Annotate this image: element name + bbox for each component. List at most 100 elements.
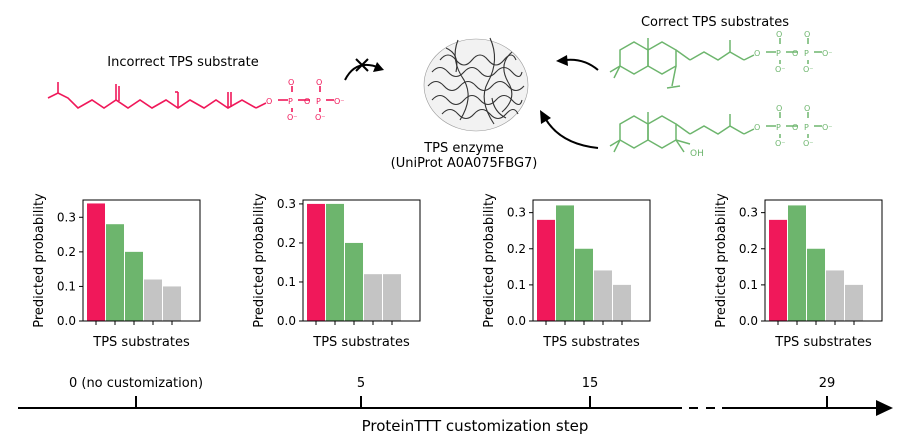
atom-o: O [288,78,294,87]
timeline-step-label: 0 (no customization) [69,376,203,391]
atom-o: O [266,97,272,106]
atom-o: O [304,97,310,106]
atom-o-minus: O⁻ [775,65,786,74]
y-axis-label: Predicted probability [482,193,497,328]
bar [845,284,863,321]
atom-o: O [754,49,760,58]
y-tick-label: 0.2 [57,245,76,259]
atom-o: O [754,123,760,132]
curved-arrow-icon [564,58,599,71]
plot-frame [82,199,201,322]
enzyme-structure-icon [423,37,529,132]
incorrect-substrate: Incorrect TPS substrate O P O O⁻ O P [47,55,345,122]
bar [345,242,363,321]
x-axis-label: TPS substrates [774,335,872,350]
x-axis-label: TPS substrates [312,335,410,350]
bar [613,284,631,321]
correct-phosphate-labels-1: O P O O⁻ O P O O⁻ O⁻ [754,30,833,74]
atom-o: O [804,104,810,113]
bar [556,205,574,321]
bar [163,286,181,321]
bar [575,248,593,321]
atom-p: P [288,97,293,106]
timeline-step-label: 15 [582,376,599,391]
y-tick-label: 0.3 [277,197,296,211]
bar [326,203,344,321]
bar [125,251,143,321]
atom-p: P [776,49,781,58]
enzyme-name: TPS enzyme [423,141,504,156]
y-tick-label: 0.0 [57,314,76,328]
bar [106,224,124,321]
bar [364,274,382,321]
y-tick-label: 0.1 [277,275,296,289]
bar [144,279,162,321]
timeline: ProteinTTT customization step 0 (no cust… [18,376,893,435]
atom-o-minus: O⁻ [287,113,298,122]
plot-frame [532,199,651,322]
y-axis-label: Predicted probability [714,193,729,328]
y-tick-label: 0.3 [507,206,526,220]
y-tick-label: 0.2 [277,236,296,250]
y-tick-label: 0.2 [507,242,526,256]
atom-p: P [804,123,809,132]
timeline-axis-label: ProteinTTT customization step [362,417,589,435]
incorrect-molecule-icon [47,82,334,112]
atom-o-minus: O⁻ [822,49,833,58]
arrow-to-enzyme-bottom [540,110,599,149]
y-axis-label: Predicted probability [32,193,47,328]
incorrect-phosphate-labels: O P O O⁻ O P O O⁻ O⁻ [266,78,345,122]
y-tick-label: 0.1 [507,278,526,292]
atom-o-minus: O⁻ [775,139,786,148]
correct-substrates-label: Correct TPS substrates [641,15,789,30]
blocked-arrow [344,58,384,81]
y-tick-label: 0.1 [739,278,758,292]
enzyme-uniprot-id: (UniProt A0A075FBG7) [391,156,538,171]
bar [594,270,612,321]
arrowhead-icon [876,400,893,416]
atom-o: O [316,78,322,87]
y-tick-label: 0.0 [277,314,296,328]
correct-substrate-1: O P O O⁻ O P O O⁻ O⁻ [609,30,833,89]
bar [807,248,825,321]
plot-frame [764,199,883,322]
x-axis-label: TPS substrates [542,335,640,350]
arrow-to-enzyme-top [556,55,599,71]
bar [307,203,325,321]
y-tick-label: 0.0 [507,314,526,328]
atom-p: P [316,97,321,106]
atom-o-minus: O⁻ [315,113,326,122]
correct-molecule-icon [609,38,822,89]
bar [87,203,105,321]
y-tick-label: 0.2 [739,242,758,256]
curved-arrow-icon [344,64,381,81]
correct-phosphate-labels-2: O P O O⁻ O P O O⁻ O⁻ [754,104,833,148]
atom-o: O [776,30,782,39]
timeline-step-label: 29 [819,376,836,391]
bar [788,205,806,321]
y-tick-label: 0.3 [739,206,758,220]
atom-o-minus: O⁻ [803,139,814,148]
correct-molecule-icon [609,112,822,153]
atom-p: P [776,123,781,132]
atom-p: P [804,49,809,58]
atom-o: O [792,123,798,132]
curved-arrow-icon [544,117,599,149]
x-axis-label: TPS substrates [92,335,190,350]
hydroxyl-label: OH [690,149,704,159]
plot-frame [302,199,421,322]
incorrect-substrate-label: Incorrect TPS substrate [107,55,258,70]
bar [769,219,787,321]
atom-o: O [792,49,798,58]
correct-substrate-2: OH O P O O⁻ O P O O⁻ O⁻ [609,104,833,159]
timeline-step-label: 5 [357,376,365,391]
y-tick-label: 0.3 [57,210,76,224]
bar [537,219,555,321]
atom-o-minus: O⁻ [334,97,345,106]
